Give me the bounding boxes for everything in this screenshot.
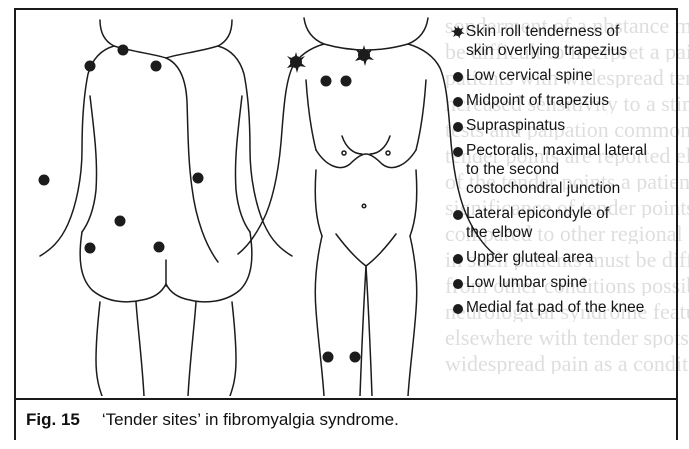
legend-item-text: Skin roll tenderness of skin overlying t… <box>466 22 627 60</box>
caption-text: ‘Tender sites’ in fibromyalgia syndrome. <box>102 410 399 430</box>
skin-roll-star-right <box>355 45 374 66</box>
figure-caption: Fig. 15 ‘Tender sites’ in fibromyalgia s… <box>16 398 676 440</box>
legend-item-text: Low cervical spine <box>466 66 593 85</box>
legend-item: Supraspinatus <box>450 116 689 135</box>
dot-marker-icon <box>450 299 466 317</box>
point-trapezius-right <box>151 61 162 72</box>
figure: Skin roll tenderness of skin overlying t… <box>16 10 676 396</box>
legend-item: Upper gluteal area <box>450 248 689 267</box>
caption-label: Fig. 15 <box>26 410 80 430</box>
legend-item-text: Pectoralis, maximal lateral to the secon… <box>466 141 647 198</box>
dot-marker-icon <box>450 67 466 85</box>
dot-marker-icon <box>450 92 466 110</box>
point-low-cervical-spine <box>118 45 129 56</box>
dot-marker-icon <box>450 205 466 223</box>
dot-marker-icon <box>450 142 466 160</box>
point-low-lumbar-spine <box>115 216 126 227</box>
back-view-figure <box>40 20 292 396</box>
point-epicondyle-right <box>193 173 204 184</box>
legend-item: Lateral epicondyle of the elbow <box>450 204 689 242</box>
legend-item: Midpoint of trapezius <box>450 91 689 110</box>
legend-item-text: Lateral epicondyle of the elbow <box>466 204 609 242</box>
point-gluteal-left <box>85 243 96 254</box>
dot-marker-icon <box>450 117 466 135</box>
dot-marker-icon <box>450 274 466 292</box>
point-knee-right <box>350 352 361 363</box>
point-epicondyle-left <box>39 175 50 186</box>
point-knee-left <box>323 352 334 363</box>
point-supraspinatus-right <box>341 76 352 87</box>
dot-marker-icon <box>450 249 466 267</box>
legend-item: Low cervical spine <box>450 66 689 85</box>
point-gluteal-right <box>154 242 165 253</box>
legend-item-text: Upper gluteal area <box>466 248 594 267</box>
legend-item-text: Low lumbar spine <box>466 273 587 292</box>
star-marker-icon <box>450 23 466 41</box>
front-view-tender-points <box>287 45 374 363</box>
legend-item: Pectoralis, maximal lateral to the secon… <box>450 141 689 198</box>
back-view-tender-points <box>39 45 204 254</box>
legend: Skin roll tenderness of skin overlying t… <box>450 22 689 323</box>
legend-item: Medial fat pad of the knee <box>450 298 689 317</box>
point-supraspinatus-left <box>321 76 332 87</box>
legend-item-text: Supraspinatus <box>466 116 565 135</box>
legend-item: Skin roll tenderness of skin overlying t… <box>450 22 689 60</box>
legend-item-text: Medial fat pad of the knee <box>466 298 644 317</box>
legend-item: Low lumbar spine <box>450 273 689 292</box>
point-trapezius-left <box>85 61 96 72</box>
legend-item-text: Midpoint of trapezius <box>466 91 609 110</box>
